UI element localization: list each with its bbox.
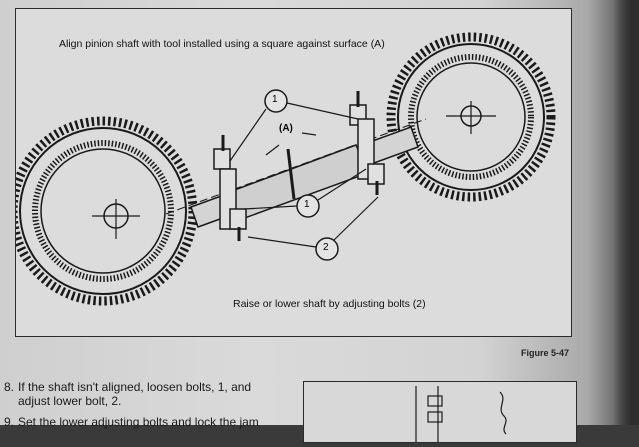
callout-2 [247,196,379,261]
step-8: 8.If the shaft isn't aligned, loosen bol… [4,380,251,408]
step-9-line-1: Set the lower adjusting bolts and lock t… [18,415,259,429]
callout-1-top [229,89,359,162]
right-gear [386,32,556,202]
binding-shadow [613,0,639,425]
step-9-number: 9. [4,415,15,429]
left-bearing-bracket [213,135,247,241]
callout-1-bottom [243,168,367,218]
next-figure-drawing [415,386,507,442]
step-9: 9.Set the lower adjusting bolts and lock… [4,415,259,429]
callout-1-top-number: 1 [272,94,278,105]
figure-frame: Align pinion shaft with tool installed u… [15,8,572,337]
right-bearing-bracket [349,91,385,195]
pinion-shaft [165,118,427,228]
label-a: (A) [279,123,293,134]
step-8-line-2: adjust lower bolt, 2. [18,394,122,408]
pinion-alignment-diagram [16,32,556,306]
next-figure-frame [303,381,577,443]
callout-1-bottom-number: 1 [304,199,310,210]
figure-caption-top: Align pinion shaft with tool installed u… [59,38,385,50]
left-gear [16,116,198,306]
step-8-number: 8. [4,380,15,394]
label-a-arrows [265,132,317,156]
figure-caption-bottom: Raise or lower shaft by adjusting bolts … [233,298,426,310]
step-8-line-1: If the shaft isn't aligned, loosen bolts… [18,380,252,394]
figure-number: Figure 5-47 [521,348,570,358]
callout-2-number: 2 [323,242,329,253]
